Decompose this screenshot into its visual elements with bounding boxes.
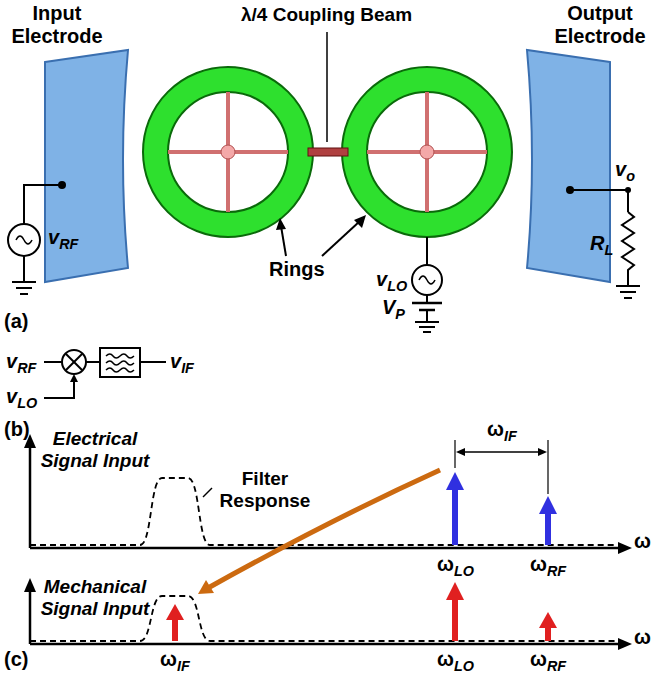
subscript: LO — [454, 563, 474, 579]
symbol: R — [590, 232, 604, 254]
frequency-label: ωIF — [487, 418, 517, 441]
electrode-label: Output Electrode — [547, 2, 653, 48]
symbol: v — [6, 385, 17, 407]
panel-label: (b) — [4, 418, 30, 441]
symbol: v — [170, 350, 181, 372]
subscript: P — [395, 306, 405, 322]
subscript: o — [626, 168, 635, 184]
subscript: IF — [177, 658, 190, 674]
symbol: v — [615, 158, 626, 180]
symbol: ω — [487, 418, 504, 440]
symbol: ω — [437, 553, 454, 575]
electrode-label: Input Electrode — [2, 2, 112, 48]
panel-label: (c) — [4, 648, 28, 671]
signal-name: vLO — [6, 385, 37, 408]
symbol: V — [382, 296, 395, 318]
signal-name: vIF — [170, 350, 194, 373]
subscript: RF — [59, 236, 78, 252]
resistor-name: RL — [590, 232, 613, 255]
subscript: IF — [504, 428, 517, 444]
frequency-label: ωLO — [437, 553, 474, 576]
subscript: L — [604, 242, 613, 258]
subscript: RF — [17, 360, 36, 376]
output-electrode: Output Electrode — [515, 0, 655, 300]
signal-name: vRF — [6, 350, 36, 373]
signal-name: vRF — [48, 226, 78, 249]
plot-title: Electrical Signal Input — [40, 428, 150, 472]
plot-title: Mechanical Signal Input — [40, 576, 150, 620]
beam-label: λ/4 Coupling Beam — [241, 4, 412, 26]
frequency-label: ωIF — [160, 648, 190, 671]
callout-label: Filter Response — [215, 468, 315, 512]
input-electrode: Input Electrode — [0, 0, 140, 300]
frequency-label: ωLO — [437, 648, 474, 671]
subscript: LO — [454, 658, 474, 674]
frequency-label: ωRF — [530, 553, 566, 576]
frequency-label: ωRF — [530, 648, 566, 671]
rings-label: Rings — [269, 258, 325, 281]
signal-name: vLO — [376, 268, 407, 291]
axis-label: ω — [634, 530, 651, 553]
symbol: v — [48, 226, 59, 248]
symbol: v — [6, 350, 17, 372]
symbol: ω — [530, 553, 547, 575]
panel-label: (a) — [4, 310, 28, 333]
symbol: v — [376, 268, 387, 290]
bias-name: VP — [382, 296, 405, 319]
subscript: RF — [547, 563, 566, 579]
subscript: RF — [547, 658, 566, 674]
symbol: ω — [160, 648, 177, 670]
signal-name: vo — [615, 158, 635, 181]
subscript: LO — [17, 395, 37, 411]
subscript: LO — [387, 278, 407, 294]
symbol: ω — [437, 648, 454, 670]
symbol: ω — [530, 648, 547, 670]
subscript: IF — [181, 360, 194, 376]
axis-label: ω — [634, 626, 651, 649]
